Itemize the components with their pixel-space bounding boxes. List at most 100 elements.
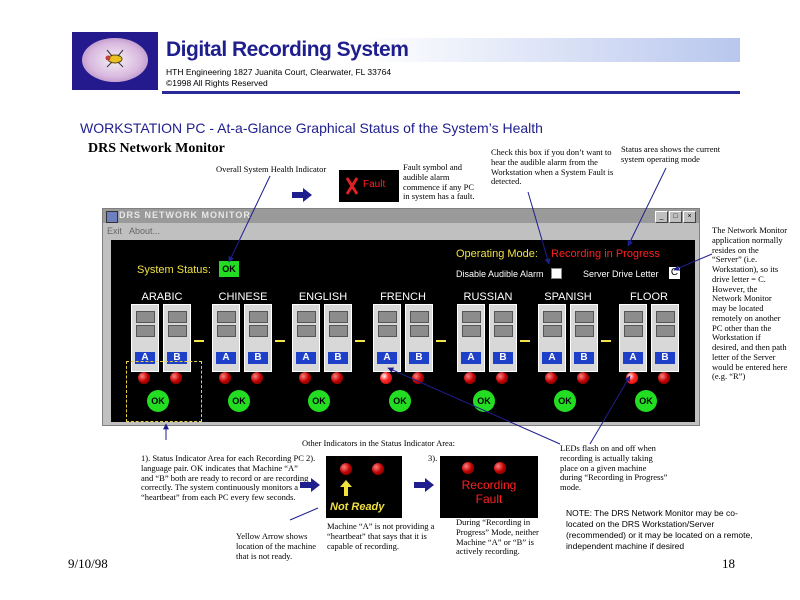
machine-label: A <box>296 352 316 364</box>
pc-english-b[interactable]: B <box>324 304 352 372</box>
company-info: HTH Engineering 1827 Juanita Court, Clea… <box>166 67 391 89</box>
operating-mode-value: Recording in Progress <box>551 248 660 260</box>
pc-spanish-a[interactable]: A <box>538 304 566 372</box>
pc-russian-a[interactable]: A <box>457 304 485 372</box>
disable-alarm-checkbox[interactable] <box>551 268 562 279</box>
checkbox-callout: Check this box if you don’t want to hear… <box>491 147 614 187</box>
pc-french-b[interactable]: B <box>405 304 433 372</box>
machine-label: A <box>623 352 643 364</box>
right-arrow-icon <box>300 478 320 492</box>
machine-label: B <box>248 352 268 364</box>
footer-page-number: 18 <box>722 556 735 571</box>
led-indicator <box>545 372 557 384</box>
lang-russian: RUSSIAN <box>463 291 513 303</box>
arrow-to-drive <box>673 253 713 271</box>
status-ok-arabic: OK <box>147 390 169 412</box>
page-heading: WORKSTATION PC - At-a-Glance Graphical S… <box>80 120 543 136</box>
lang-arabic: ARABIC <box>141 291 183 303</box>
machine-a-note: Machine “A” is not providing a “heartbea… <box>327 521 435 551</box>
pc-arabic-a[interactable]: A <box>131 304 159 372</box>
lang-floor: FLOOR <box>630 291 668 303</box>
pc-spanish-b[interactable]: B <box>570 304 598 372</box>
machine-label: B <box>574 352 594 364</box>
company-logo <box>72 32 158 90</box>
pc-english-a[interactable]: A <box>292 304 320 372</box>
maximize-button[interactable]: □ <box>669 211 682 223</box>
lang-spanish: SPANISH <box>544 291 592 303</box>
pc-russian-b[interactable]: B <box>489 304 517 372</box>
arrow-to-health <box>228 175 271 263</box>
pc-floor-a[interactable]: A <box>619 304 647 372</box>
server-drive-callout: The Network Monitor application normally… <box>712 225 788 382</box>
machine-label: B <box>655 352 675 364</box>
right-arrow-icon <box>414 478 434 492</box>
right-arrow-icon <box>292 188 312 202</box>
led-indicator <box>380 372 392 384</box>
yellow-arrow-note: Yellow Arrow shows location of the machi… <box>236 531 317 561</box>
arrow-to-mode <box>627 167 667 247</box>
server-drive-input[interactable]: C <box>669 267 680 279</box>
arrow-to-checkbox <box>527 191 551 265</box>
window-titlebar: DRS NETWORK MONITOR _ □ × <box>103 209 699 223</box>
menu-exit[interactable]: Exit <box>107 226 123 236</box>
recording-fault-note: During “Recording in Progress” Mode, nei… <box>456 517 539 557</box>
company-address: HTH Engineering 1827 Juanita Court, Clea… <box>166 67 392 77</box>
yellow-up-arrow-icon <box>340 480 352 496</box>
leader-yellow-arrow <box>289 507 319 521</box>
led-indicator <box>412 372 424 384</box>
fault-symbol: Fault <box>339 170 399 202</box>
machine-label: B <box>493 352 513 364</box>
title-banner <box>162 38 740 62</box>
machine-label: A <box>542 352 562 364</box>
operating-mode-label: Operating Mode: <box>456 248 538 260</box>
led-indicator <box>340 463 352 475</box>
pc-floor-b[interactable]: B <box>651 304 679 372</box>
recording-fault-line1: Recording <box>461 478 517 492</box>
leds-note: LEDs flash on and off when recording is … <box>560 443 668 493</box>
machine-label: B <box>328 352 348 364</box>
other-indicators-label: Other Indicators in the Status Indicator… <box>302 438 455 448</box>
close-button[interactable]: × <box>683 211 696 223</box>
minimize-button[interactable]: _ <box>655 211 668 223</box>
arrow-to-led-floor <box>589 375 631 445</box>
arrow-to-led-french <box>387 367 561 445</box>
pc-chinese-b[interactable]: B <box>244 304 272 372</box>
system-status-label: System Status: <box>137 264 211 276</box>
menu-about[interactable]: About... <box>129 226 161 236</box>
machine-label: A <box>461 352 481 364</box>
status-ok-russian: OK <box>473 390 495 412</box>
recording-fault-label: Recording Fault <box>440 478 538 506</box>
led-indicator <box>494 462 506 474</box>
connector <box>436 340 446 342</box>
led-indicator <box>170 372 182 384</box>
led-indicator <box>464 372 476 384</box>
fault-x-icon <box>345 177 359 195</box>
machine-label: A <box>216 352 236 364</box>
machine-label: A <box>377 352 397 364</box>
status-indicator-area-note: 1). Status Indicator Area for each Recor… <box>141 453 309 503</box>
connector <box>355 340 365 342</box>
led-indicator <box>219 372 231 384</box>
copyright: ©1998 All Rights Reserved <box>166 78 268 88</box>
system-status-indicator: OK <box>219 261 239 277</box>
fault-label: Fault <box>363 179 386 190</box>
app-title: Digital Recording System <box>166 38 409 61</box>
status-indicator-area-highlight <box>126 361 202 422</box>
pc-french-a[interactable]: A <box>373 304 401 372</box>
led-indicator <box>372 463 384 475</box>
led-indicator <box>299 372 311 384</box>
server-drive-label: Server Drive Letter <box>583 269 659 279</box>
menu-bar: Exit About... <box>103 224 699 238</box>
item-3-number: 3). <box>428 453 438 463</box>
pc-chinese-a[interactable]: A <box>212 304 240 372</box>
header-rule <box>162 91 740 94</box>
item-2-number: 2). <box>306 453 316 463</box>
led-indicator <box>496 372 508 384</box>
recording-fault-indicator: Recording Fault <box>440 456 538 518</box>
status-ok-floor: OK <box>635 390 657 412</box>
status-panel: System Status: OK Operating Mode: Record… <box>111 240 695 422</box>
colocation-note: NOTE: The DRS Network Monitor may be co-… <box>566 508 753 551</box>
status-ok-chinese: OK <box>228 390 250 412</box>
